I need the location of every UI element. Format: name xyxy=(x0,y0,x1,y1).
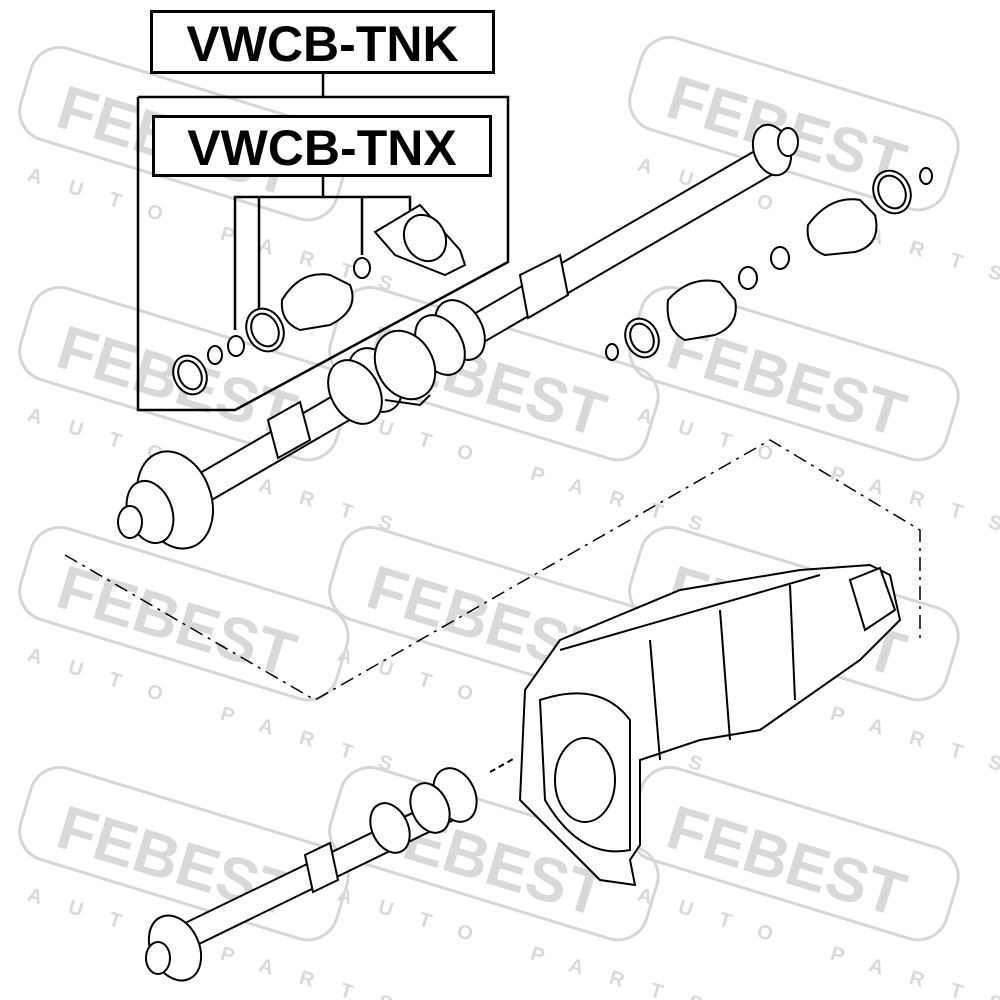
callout-parts xyxy=(172,203,467,396)
part-number-label: VWCB-TNX xyxy=(152,115,492,177)
watermark-frame xyxy=(18,45,350,222)
flange-stub xyxy=(777,127,799,157)
washer xyxy=(919,167,933,185)
shaft-collar xyxy=(266,400,312,460)
bearing-ring xyxy=(402,213,448,263)
flange-stub xyxy=(145,941,171,975)
watermark-frame xyxy=(18,765,350,942)
washer xyxy=(605,343,619,361)
ring-large-inner xyxy=(177,359,203,391)
watermark-frame xyxy=(328,765,660,942)
snap-ring xyxy=(770,246,790,270)
output-flange xyxy=(848,566,897,632)
cv-boot xyxy=(806,198,878,257)
callout-lines xyxy=(136,74,510,412)
watermark-frame xyxy=(18,525,350,702)
dashed-reference-line xyxy=(64,439,921,701)
housing-rib xyxy=(789,584,796,701)
clamp-ring-inner xyxy=(629,322,655,354)
input-shaft-opening xyxy=(554,737,616,823)
clamp-band-inner xyxy=(250,312,280,348)
bearing-bracket xyxy=(384,394,431,407)
callout-leader-top xyxy=(233,195,412,330)
alignment-dash xyxy=(489,757,516,773)
housing-rib xyxy=(559,574,821,651)
assembly-frame xyxy=(136,95,510,412)
shaft-collar xyxy=(303,841,340,894)
cv-boot xyxy=(280,273,354,332)
center-bearing xyxy=(373,329,437,401)
housing-rib xyxy=(719,609,731,741)
housing-rib xyxy=(649,639,661,761)
flange-stub xyxy=(117,505,143,539)
transmission-gearbox xyxy=(518,563,902,887)
shaft-boot xyxy=(409,782,451,834)
right-side-parts xyxy=(605,167,933,361)
washer xyxy=(207,345,223,365)
snap-ring xyxy=(738,266,758,290)
shaft-boot xyxy=(327,359,383,425)
lower-propeller-shaft xyxy=(145,757,516,982)
snap-ring xyxy=(353,257,371,279)
cv-boot xyxy=(666,279,737,342)
shaft-boot xyxy=(369,802,411,854)
upper-propeller-shaft xyxy=(117,123,799,550)
washer xyxy=(227,335,245,357)
assembly-part-number-label: VWCB-TNK xyxy=(150,10,495,74)
clamp-ring-inner xyxy=(877,174,907,210)
shaft-collar xyxy=(518,253,570,320)
